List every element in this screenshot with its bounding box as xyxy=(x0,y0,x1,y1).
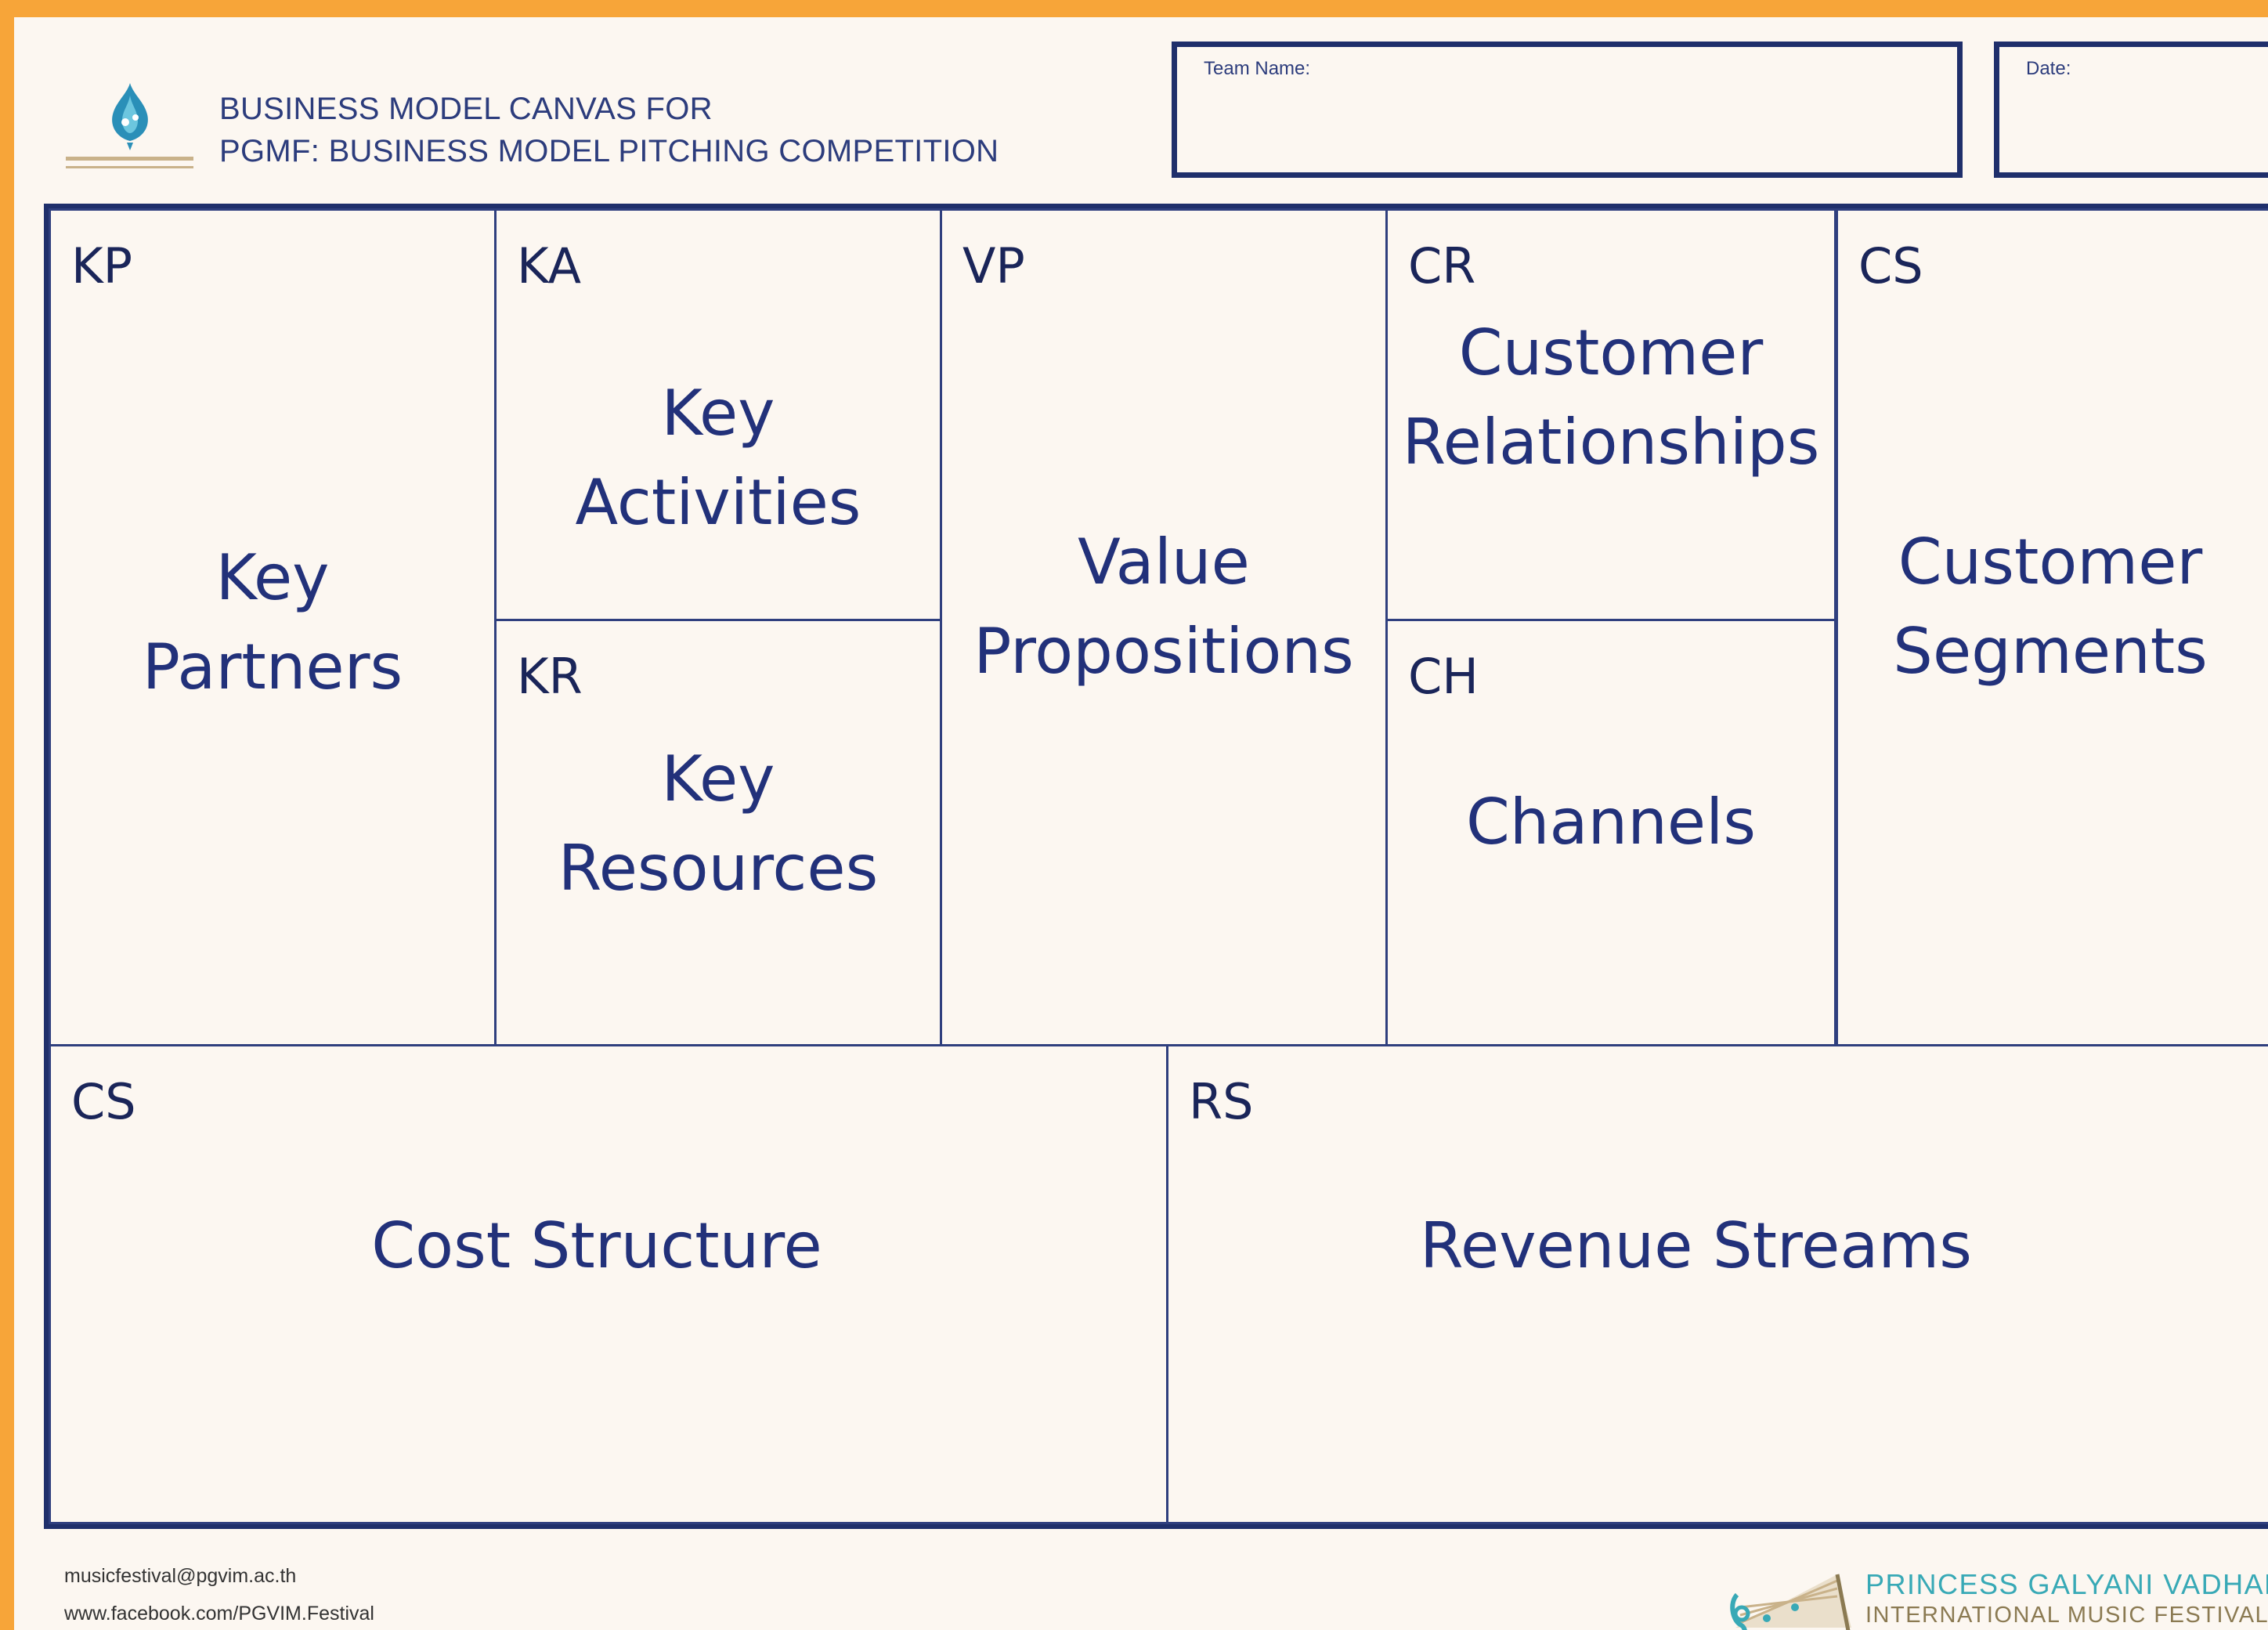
pgvim-logo-icon xyxy=(61,78,198,176)
block-title: Key xyxy=(661,743,775,815)
contact-facebook: www.facebook.com/PGVIM.Festival xyxy=(64,1603,374,1625)
block-title: Propositions xyxy=(973,614,1354,688)
block-code: CH xyxy=(1408,648,1479,705)
festival-logo-icon xyxy=(1730,1574,1851,1630)
block-title: Revenue Streams xyxy=(1420,1209,1972,1282)
block-title: Cost Structure xyxy=(371,1209,822,1282)
festival-name-line-2: INTERNATIONAL MUSIC FESTIVAL xyxy=(1865,1603,2268,1628)
date-field[interactable]: Date: xyxy=(1994,42,2268,178)
block-channels[interactable]: CH Channels xyxy=(1385,619,1836,1046)
title-line-2: PGMF: BUSINESS MODEL PITCHING COMPETITIO… xyxy=(219,134,999,168)
contact-info: musicfestival@pgvim.ac.th www.facebook.c… xyxy=(64,1557,374,1630)
team-name-label: Team Name: xyxy=(1204,58,1311,79)
festival-branding: PRINCESS GALYANI VADHANA INTERNATIONAL M… xyxy=(1720,1552,2268,1630)
block-title: Resources xyxy=(558,831,879,905)
block-title: Key xyxy=(661,377,775,450)
block-code: KA xyxy=(517,237,581,295)
block-title: Customer xyxy=(1458,316,1764,389)
block-key-resources[interactable]: KR Key Resources xyxy=(494,619,942,1046)
block-title: Activities xyxy=(575,465,861,539)
block-code: VP xyxy=(962,237,1025,295)
block-value-propositions[interactable]: VP Value Propositions xyxy=(940,208,1388,1046)
block-key-partners[interactable]: KP Key Partners xyxy=(49,208,497,1046)
block-title: Partners xyxy=(142,630,403,703)
canvas-sheet: BUSINESS MODEL CANVAS FOR PGMF: BUSINESS… xyxy=(14,17,2268,1630)
block-key-activities[interactable]: KA Key Activities xyxy=(494,208,942,621)
festival-name-line-1: PRINCESS GALYANI VADHANA xyxy=(1865,1568,2268,1600)
block-code: CS xyxy=(1858,237,1923,295)
block-title: Channels xyxy=(1465,786,1757,858)
team-name-field[interactable]: Team Name: xyxy=(1172,42,1963,178)
date-label: Date: xyxy=(2026,58,2071,79)
block-title: Segments xyxy=(1893,614,2208,688)
title-line-1: BUSINESS MODEL CANVAS FOR xyxy=(219,92,713,126)
block-code: KP xyxy=(71,237,133,295)
contact-email: musicfestival@pgvim.ac.th xyxy=(64,1565,297,1587)
block-revenue-streams[interactable]: RS Revenue Streams xyxy=(1166,1044,2268,1524)
block-code: KR xyxy=(517,648,583,705)
block-title: Key xyxy=(215,541,330,614)
block-title: Customer xyxy=(1898,526,2203,598)
canvas-title: BUSINESS MODEL CANVAS FOR PGMF: BUSINESS… xyxy=(219,88,999,172)
block-code: RS xyxy=(1189,1073,1254,1130)
block-customer-relationships[interactable]: CR Customer Relationships xyxy=(1385,208,1836,621)
block-title: Value xyxy=(1078,526,1250,598)
block-code: CR xyxy=(1408,237,1476,295)
block-cost-structure[interactable]: CS Cost Structure xyxy=(49,1044,1168,1524)
block-code: CS xyxy=(71,1073,136,1130)
block-customer-segments[interactable]: CS Customer Segments xyxy=(1834,208,2268,1046)
business-model-grid: KP Key Partners KA Key Activities KR Key… xyxy=(44,204,2268,1529)
block-title: Relationships xyxy=(1402,405,1820,479)
